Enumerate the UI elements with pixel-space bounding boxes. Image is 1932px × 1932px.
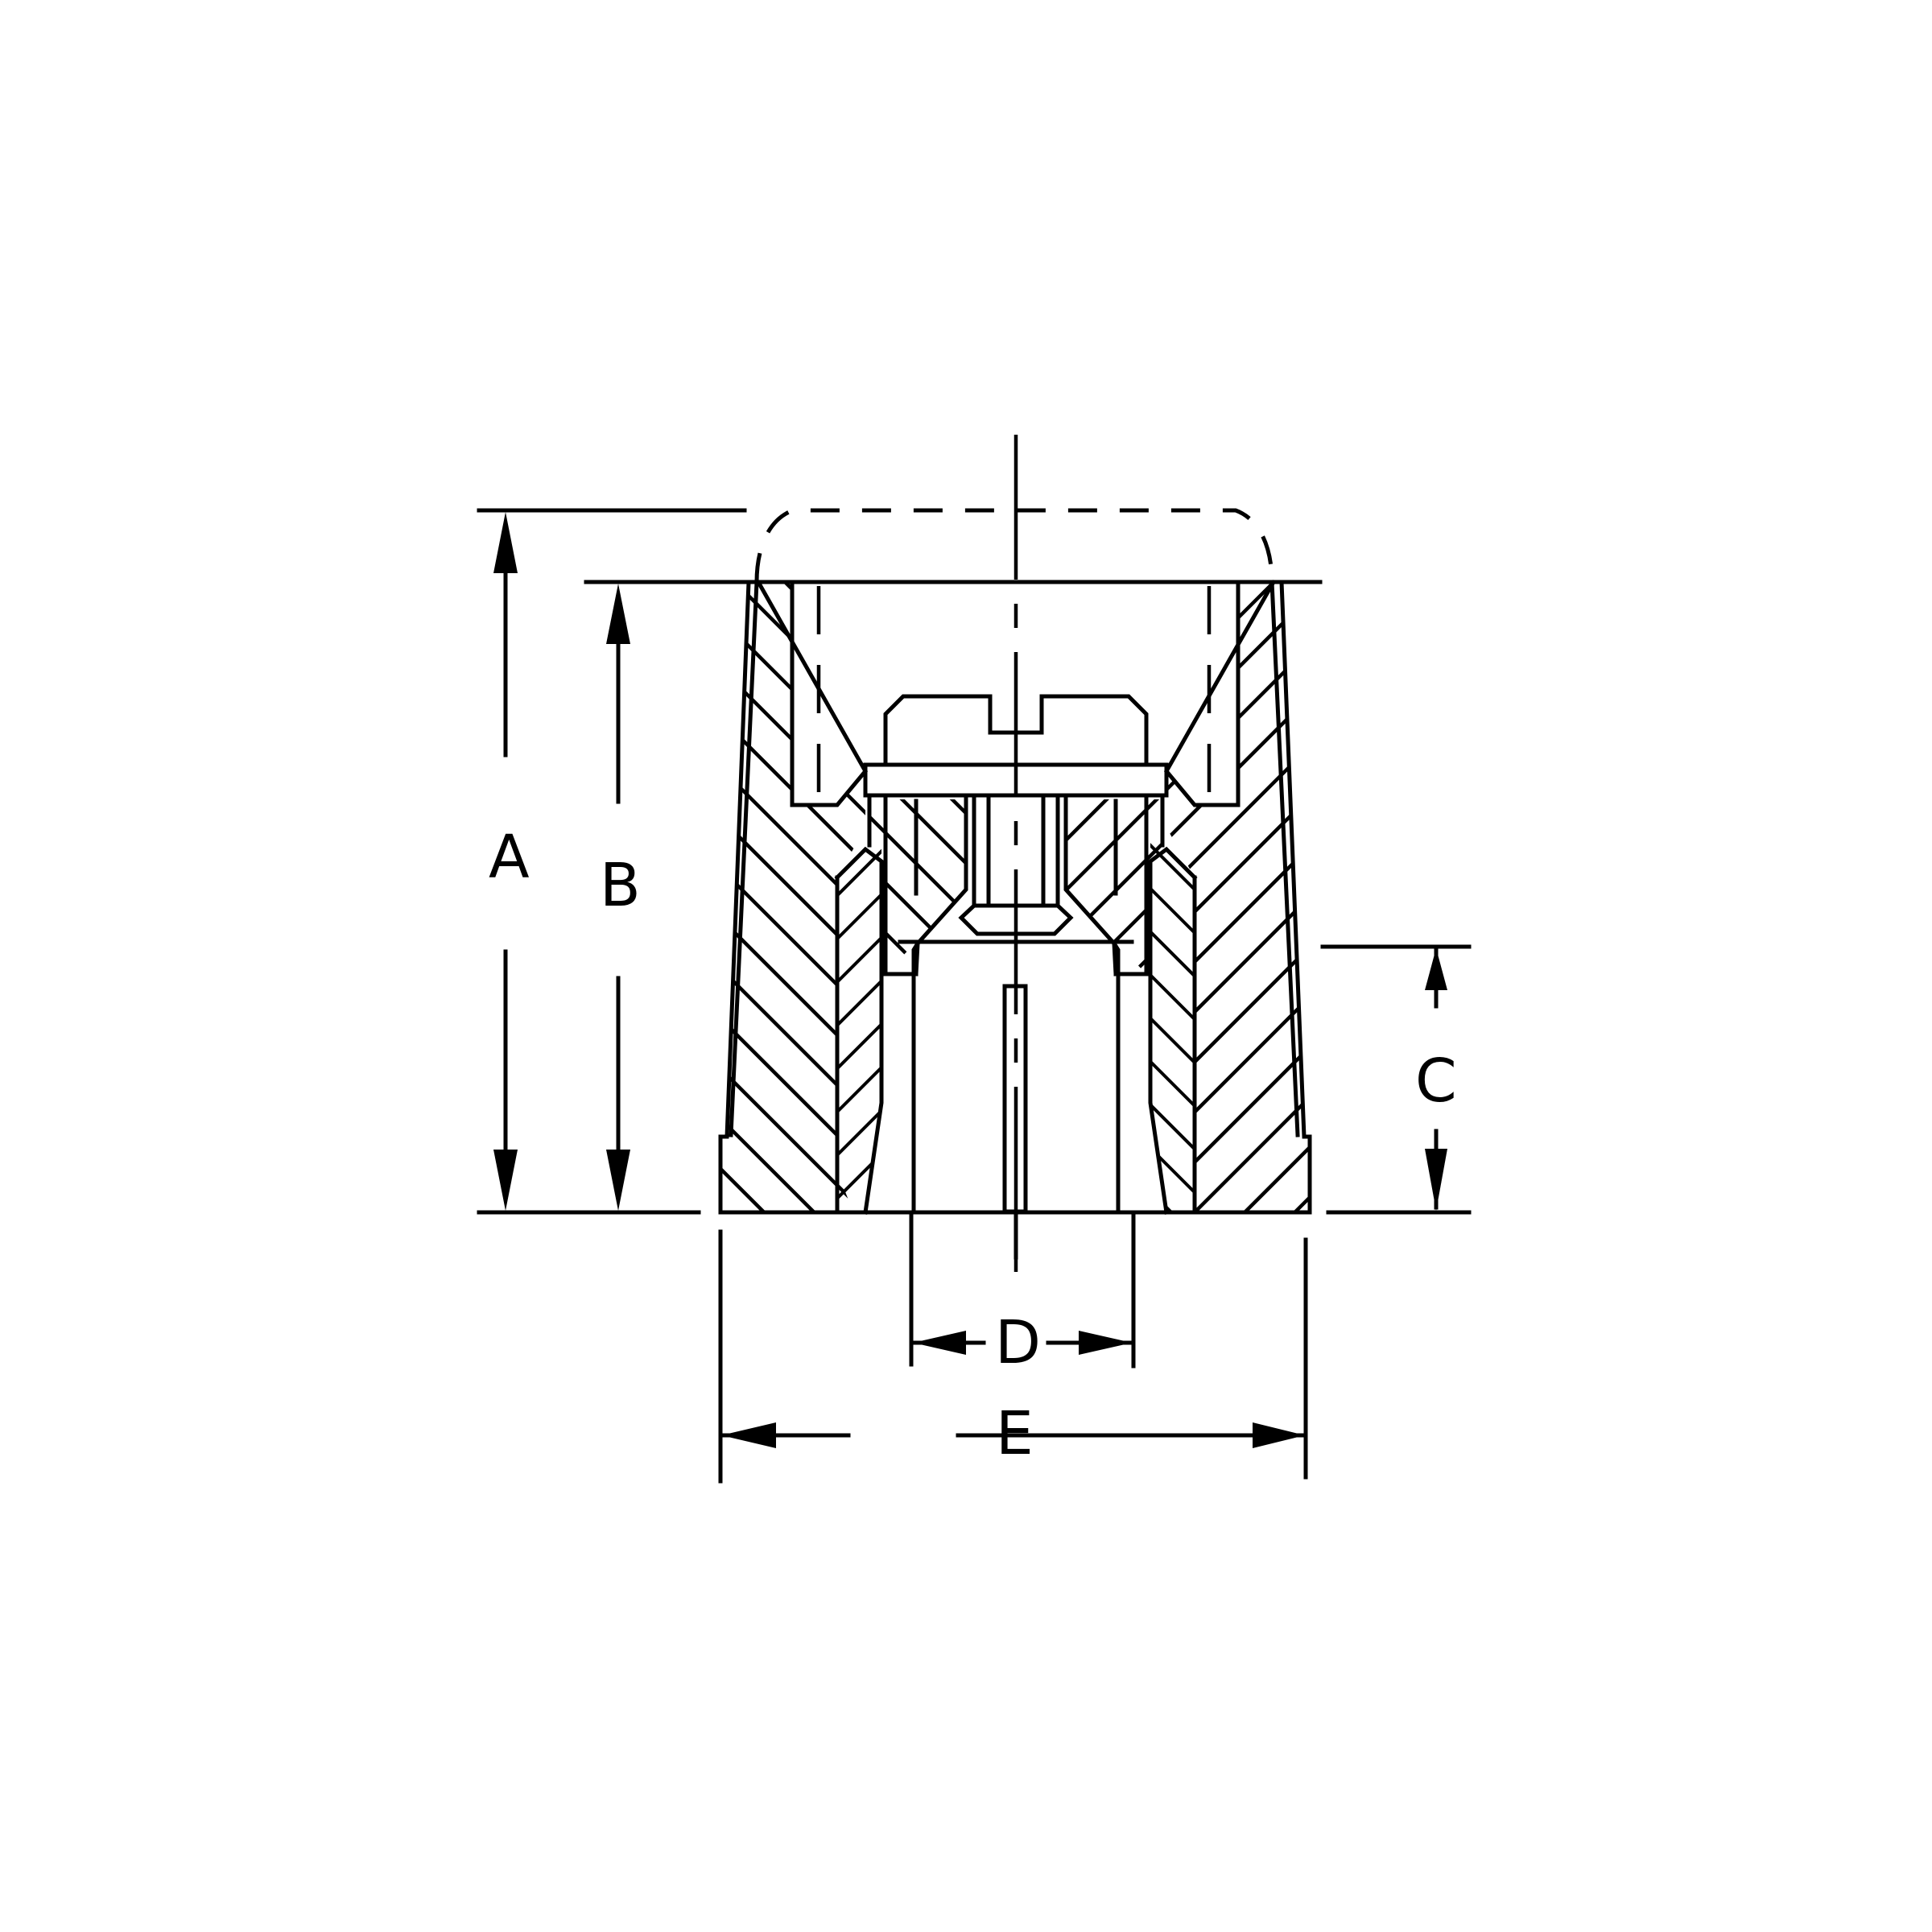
dimension-label-a: A (489, 823, 530, 892)
dimension-label-e: E (996, 1399, 1034, 1468)
extension-lines (477, 508, 1472, 1484)
dimension-label-d: D (995, 1308, 1041, 1377)
hub-left (867, 797, 968, 976)
hub-right (1063, 797, 1165, 976)
dimension-e: E (720, 1399, 1307, 1468)
set-screw (863, 694, 1169, 936)
dimension-d: D (911, 1308, 1133, 1377)
dimension-b: B (600, 584, 641, 1211)
dimension-a: A (489, 512, 530, 1211)
dimension-label-c: C (1415, 1046, 1457, 1116)
outer-skin-right (1269, 580, 1300, 1137)
insert-right (1148, 833, 1198, 1215)
dimension-label-b: B (600, 851, 641, 920)
cap-outline (754, 508, 1274, 583)
dimension-c: C (1415, 947, 1457, 1211)
insert-left (834, 833, 884, 1215)
outer-skin-left (729, 580, 759, 1137)
